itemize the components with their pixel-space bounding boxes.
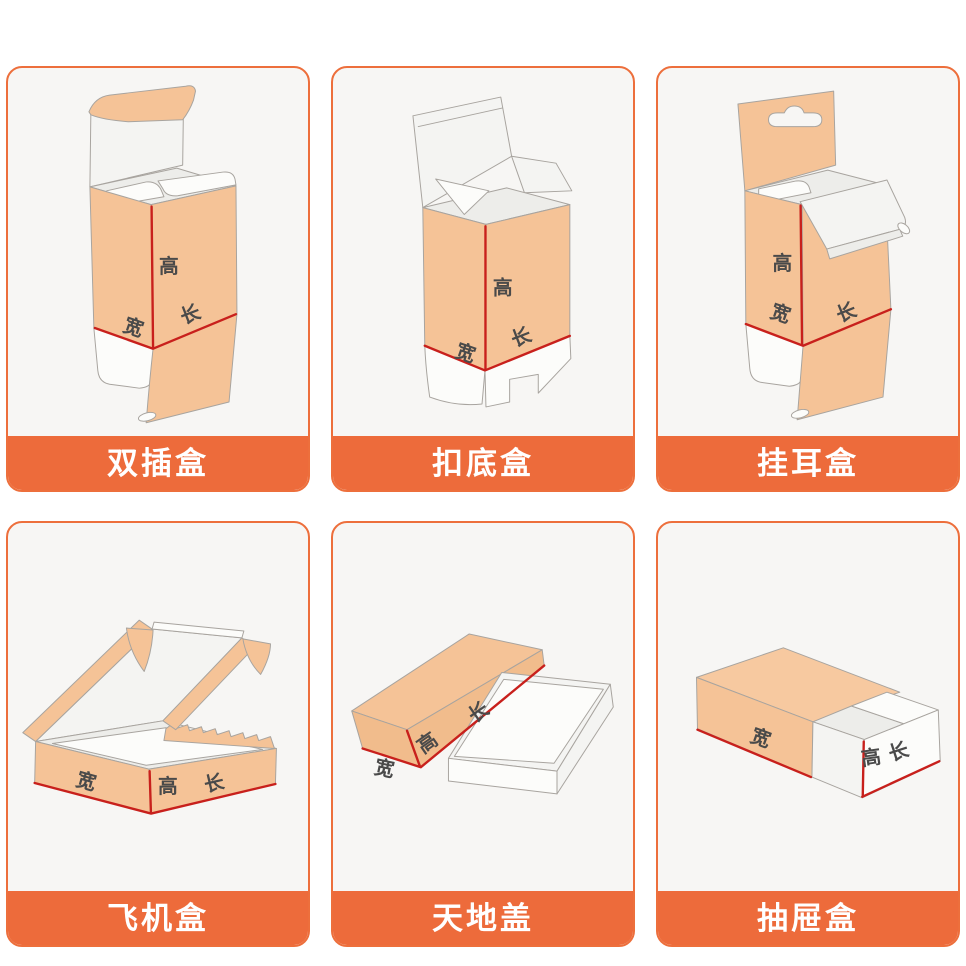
- dimension-lines: [744, 204, 893, 347]
- tray-floor: [51, 727, 264, 766]
- bottom-flap-curl: [790, 408, 810, 419]
- lid-top-band: [151, 621, 245, 639]
- illustration-drawer-box: 宽 高 长: [658, 523, 958, 891]
- dimension-lines: [33, 769, 277, 815]
- base-tray-interior: [453, 678, 604, 764]
- dimension-lines: [423, 225, 572, 372]
- height-label: 高: [158, 775, 178, 798]
- card-snap-lock-bottom-box[interactable]: 高 宽 长 扣底盒: [331, 66, 635, 492]
- crash-lock-teeth-flap: [163, 722, 275, 749]
- card-title-banner: 天地盖: [333, 891, 633, 945]
- dimension-lines: [361, 664, 546, 769]
- card-title-banner: 扣底盒: [333, 436, 633, 490]
- hang-tab-box-svg: 高 宽 长: [737, 90, 911, 421]
- flap-curl: [897, 222, 911, 235]
- card-reverse-tuck-box[interactable]: 高 宽 长 双插盒: [6, 66, 310, 492]
- dimension-lines: [696, 728, 941, 798]
- card-title-banner: 双插盒: [8, 436, 308, 490]
- card-title-banner: 飞机盒: [8, 891, 308, 945]
- bottom-flap-curl: [137, 411, 157, 422]
- card-title: 扣底盒: [432, 445, 534, 481]
- drawer-box-svg: 宽 高 长: [695, 647, 941, 799]
- card-hang-tab-box[interactable]: 高 宽 长 挂耳盒: [656, 66, 960, 492]
- card-title: 挂耳盒: [757, 445, 859, 481]
- lid-right-ear-flap: [242, 638, 271, 675]
- flap-crease: [417, 107, 503, 128]
- card-title: 天地盖: [432, 900, 534, 936]
- illustration-lid-and-base-box: 长 高 宽: [333, 523, 633, 891]
- front-flap-lip: [826, 228, 904, 260]
- top-right-flap: [511, 155, 573, 194]
- dimension-lines: [93, 205, 238, 350]
- width-label: 宽: [372, 755, 396, 782]
- card-drawer-box[interactable]: 宽 高 长 抽屉盒: [656, 521, 960, 947]
- illustration-snap-lock-bottom-box: 高 宽 长: [333, 68, 633, 436]
- bottom-hanging-flap: [145, 313, 238, 424]
- card-title-banner: 抽屉盒: [658, 891, 958, 945]
- inner-flap-right: [157, 171, 237, 197]
- top-tuck-flap: [88, 85, 196, 123]
- height-label: 高: [772, 252, 792, 275]
- card-mailer-box[interactable]: 宽 高 长 飞机盒: [6, 521, 310, 947]
- lid-and-base-box-svg: 长 高 宽: [351, 633, 614, 795]
- bottom-right-flap-notched: [484, 335, 572, 408]
- drawer-box-drawing: 宽 高 长: [695, 647, 941, 799]
- hang-tab-box-drawing: 高 宽 长: [737, 90, 911, 421]
- reverse-tuck-box-svg: 高 宽 长: [88, 85, 238, 424]
- mailer-box-drawing: 宽 高 长: [22, 619, 277, 815]
- bottom-left-flap: [424, 345, 486, 406]
- card-title: 抽屉盒: [757, 900, 859, 936]
- mailer-box-svg: 宽 高 长: [22, 619, 277, 815]
- base-front-right-wall: [556, 683, 614, 795]
- illustration-mailer-box: 宽 高 长: [8, 523, 308, 891]
- euro-slot-hole: [768, 105, 823, 128]
- illustration-hang-tab-box: 高 宽 长: [658, 68, 958, 436]
- card-title: 飞机盒: [107, 900, 209, 936]
- card-title-banner: 挂耳盒: [658, 436, 958, 490]
- reverse-tuck-box-drawing: 高 宽 长: [88, 85, 238, 424]
- bottom-hanging-flap: [796, 308, 892, 421]
- box-type-grid: 高 宽 长 双插盒: [6, 66, 960, 947]
- lid-left-ear-flap: [125, 627, 154, 672]
- lid-left-strip: [22, 619, 153, 743]
- top-front-flap: [435, 178, 490, 215]
- snap-lock-bottom-box-drawing: 高 宽 长: [412, 96, 573, 408]
- height-label: 高: [159, 255, 179, 278]
- card-title: 双插盒: [107, 445, 209, 481]
- height-label: 高: [493, 277, 513, 300]
- snap-lock-bottom-box-svg: 高 宽 长: [412, 96, 573, 408]
- card-lid-and-base-box[interactable]: 长 高 宽 天地盖: [331, 521, 635, 947]
- illustration-reverse-tuck-box: 高 宽 长: [8, 68, 308, 436]
- lid-and-base-box-drawing: 长 高 宽: [351, 633, 614, 795]
- height-label: 高: [860, 745, 883, 771]
